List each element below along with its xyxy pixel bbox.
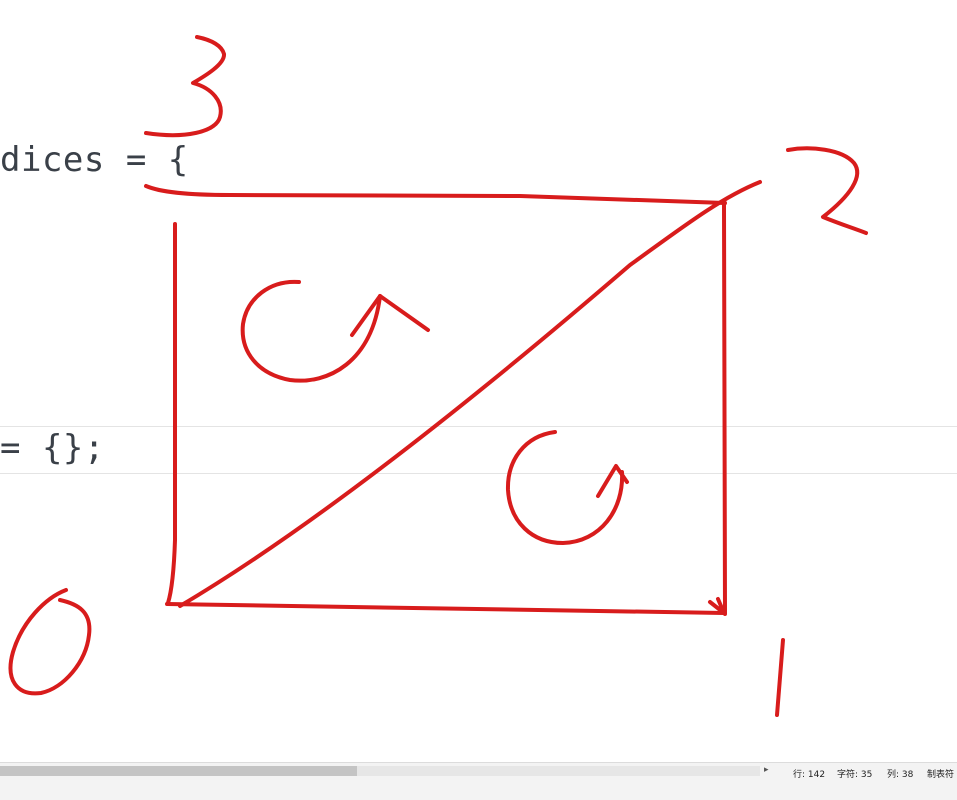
code-line-indices: dices = {	[0, 140, 189, 180]
horizontal-scrollbar[interactable]	[0, 766, 760, 776]
code-line-empty-init: = {};	[0, 428, 105, 468]
label-2-stroke	[786, 146, 868, 235]
current-line-highlight	[0, 426, 957, 474]
rect-left-edge	[166, 222, 177, 605]
scroll-right-arrow-icon[interactable]: ▸	[764, 765, 769, 775]
label-1-stroke	[775, 638, 785, 717]
upper-arrow-head	[350, 294, 430, 337]
red-ink-annotation	[8, 35, 868, 717]
label-0-stroke	[8, 588, 92, 696]
status-row: 行: 142	[793, 770, 826, 780]
rect-bottom-edge	[165, 602, 726, 615]
diagonal-edge	[178, 180, 762, 608]
label-3-stroke	[144, 35, 226, 138]
lower-rotation-arrow	[505, 430, 625, 545]
status-col: 列: 38	[887, 770, 914, 780]
status-tab[interactable]: 制表符	[927, 770, 955, 780]
code-underline	[144, 184, 727, 205]
upper-rotation-arrow	[240, 279, 382, 383]
scrollbar-thumb[interactable]	[0, 766, 357, 776]
status-bar: ▸ 行: 142 字符: 35 列: 38 制表符	[0, 762, 957, 800]
code-editor[interactable]: dices = { = {};	[0, 0, 957, 762]
lower-arrow-head	[596, 464, 629, 498]
corner-arrow-tick	[708, 597, 726, 615]
rect-right-edge	[722, 203, 727, 616]
status-char: 字符: 35	[837, 770, 873, 780]
